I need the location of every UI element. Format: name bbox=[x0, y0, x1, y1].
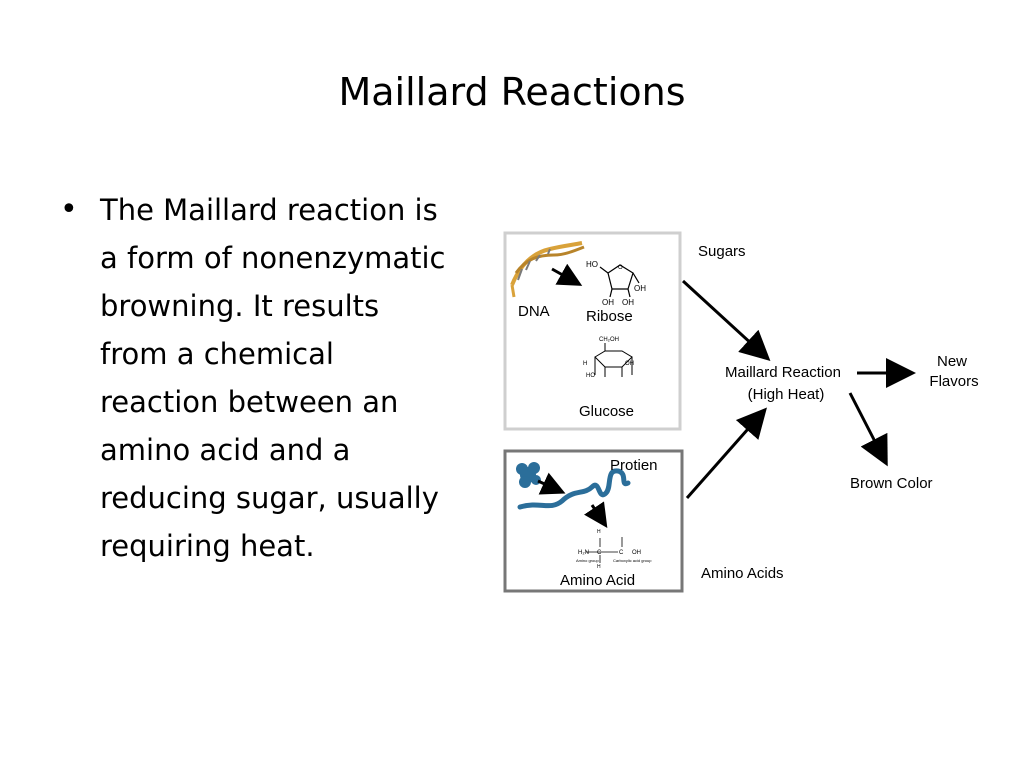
amino-c1: C bbox=[597, 550, 602, 556]
bullet-line: from a chemical bbox=[100, 337, 334, 371]
reaction-to-brown-arrow bbox=[848, 392, 888, 467]
dna-label: DNA bbox=[518, 303, 550, 320]
dna-to-ribose-arrow bbox=[551, 263, 583, 286]
protein-chain-icon bbox=[517, 468, 631, 510]
amino-h2n: H₂N bbox=[578, 550, 589, 556]
glucose-label: Glucose bbox=[579, 403, 634, 420]
bullet-list: • The Maillard reaction is a form of non… bbox=[60, 186, 500, 570]
glucose-oh: OH bbox=[625, 361, 634, 367]
bullet-line: reaction between an bbox=[100, 385, 399, 419]
blob-to-chain-arrow bbox=[537, 472, 566, 495]
bullet-text: The Maillard reaction is a form of nonen… bbox=[100, 186, 490, 570]
ribose-oh-right: OH bbox=[634, 284, 646, 293]
bullet-line: browning. It results bbox=[100, 289, 380, 323]
amino-oh: OH bbox=[632, 550, 641, 556]
amino-group-label: Amino group bbox=[576, 558, 599, 563]
ribose-ho: HO bbox=[586, 260, 598, 269]
ribose-oh2: OH bbox=[622, 298, 634, 307]
bullet-marker: • bbox=[60, 192, 78, 227]
amino-acid-label: Amino Acid bbox=[560, 572, 635, 589]
amino-to-reaction-arrow bbox=[685, 407, 767, 499]
bullet-item: • The Maillard reaction is a form of non… bbox=[60, 186, 500, 570]
sugars-box-frame bbox=[503, 231, 682, 431]
protein-box: Protien H H₂N C C OH H Amino group Carbo… bbox=[503, 449, 684, 593]
protein-blob-icon bbox=[516, 462, 541, 488]
chain-to-amino-arrow bbox=[584, 501, 608, 528]
amino-acids-label: Amino Acids bbox=[701, 565, 784, 582]
bullet-line: The Maillard reaction is bbox=[100, 193, 438, 227]
protein-label: Protien bbox=[610, 457, 658, 474]
dna-icon bbox=[510, 241, 585, 298]
ribose-label: Ribose bbox=[586, 308, 633, 325]
sugars-label: Sugars bbox=[698, 243, 746, 260]
bullet-line: a form of nonenzymatic bbox=[100, 241, 446, 275]
glucose-ch2oh: CH₂OH bbox=[599, 337, 619, 343]
new-flavors-line2: Flavors bbox=[929, 373, 978, 390]
sugars-to-reaction-arrow bbox=[681, 279, 771, 362]
amino-acid-structure bbox=[586, 537, 623, 563]
glucose-ho: HO bbox=[586, 373, 595, 379]
amino-top-h: H bbox=[597, 529, 601, 535]
maillard-label-line1: Maillard Reaction bbox=[725, 364, 841, 381]
ribose-oh1: OH bbox=[602, 298, 614, 307]
glucose-h: H bbox=[583, 361, 587, 367]
maillard-label-line2: (High Heat) bbox=[748, 386, 825, 403]
ribose-o: O bbox=[618, 265, 623, 271]
ribose-structure bbox=[599, 264, 640, 298]
carboxylic-group-label: Carboxylic acid group bbox=[613, 558, 652, 563]
amino-c2: C bbox=[619, 550, 624, 556]
glucose-structure bbox=[594, 343, 633, 377]
new-flavors-line1: New bbox=[937, 353, 967, 370]
slide-title: Maillard Reactions bbox=[338, 70, 686, 114]
brown-color-label: Brown Color bbox=[850, 475, 933, 492]
bullet-line: requiring heat. bbox=[100, 529, 315, 563]
maillard-diagram: DNA O HO OH OH OH Ribose CH₂OH H OH HO bbox=[503, 231, 979, 593]
bullet-line: reducing sugar, usually bbox=[100, 481, 439, 515]
sugars-box: DNA O HO OH OH OH Ribose CH₂OH H OH HO bbox=[503, 231, 682, 431]
amino-bottom-h: H bbox=[597, 564, 601, 570]
bullet-line: amino acid and a bbox=[100, 433, 351, 467]
